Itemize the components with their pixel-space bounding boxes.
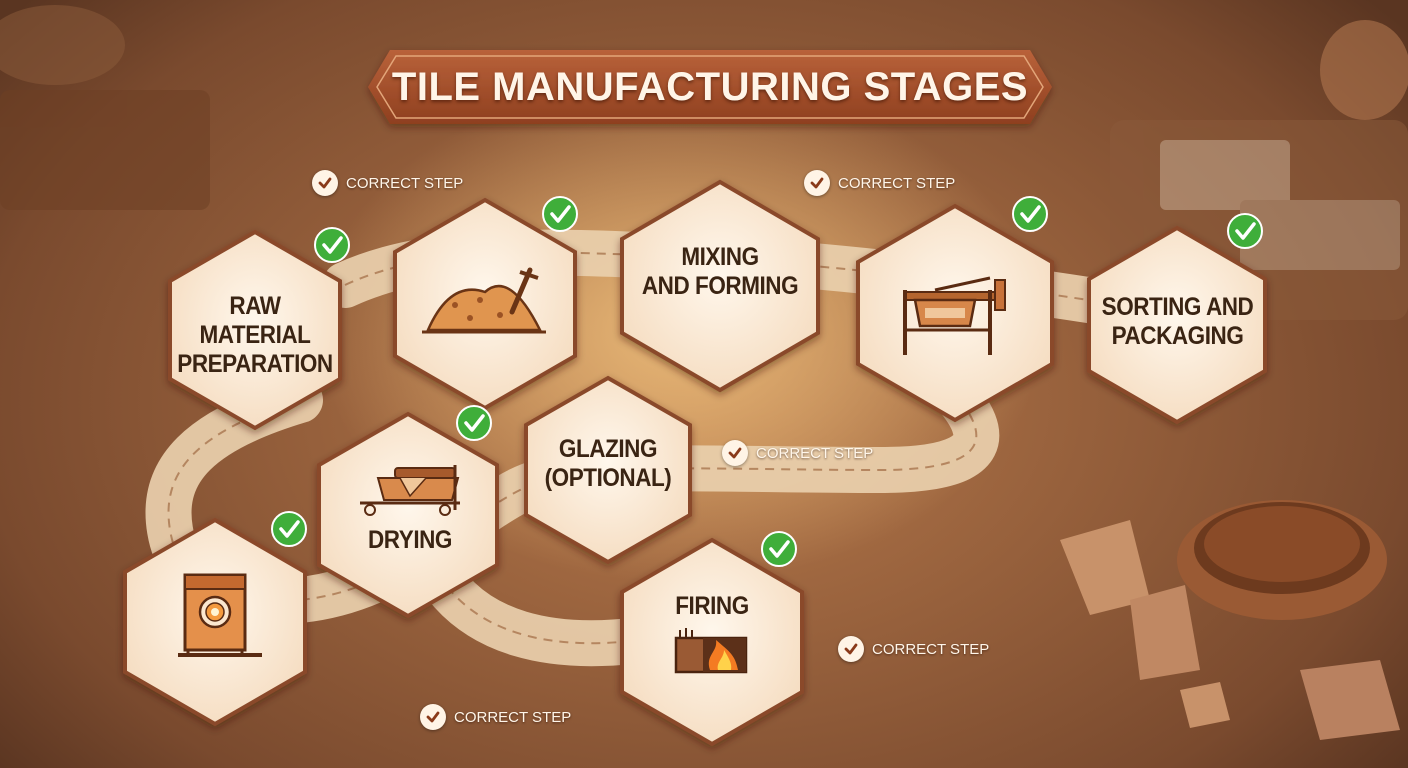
- dryer-icon: [360, 465, 460, 516]
- check-icon: [1012, 196, 1048, 232]
- hex-drying[interactable]: [317, 411, 499, 619]
- correct-step-label: CORRECT STEP: [346, 174, 464, 192]
- stage-label-drying: DRYING: [368, 525, 452, 554]
- check-icon: [1227, 213, 1263, 249]
- correct-step-marker: CORRECT STEP: [312, 170, 463, 196]
- correct-step-label: CORRECT STEP: [756, 444, 874, 462]
- hex-mixing-forming[interactable]: [620, 179, 820, 393]
- check-icon: [420, 704, 446, 730]
- correct-step-marker: CORRECT STEP: [838, 636, 989, 662]
- page-title: TILE MANUFACTURING STAGES: [391, 64, 1029, 109]
- kiln-icon: [178, 573, 262, 657]
- check-icon: [312, 170, 338, 196]
- stage-label-mixing-forming: MIXING AND FORMING: [641, 243, 799, 300]
- title-banner: TILE MANUFACTURING STAGES: [368, 50, 1052, 124]
- correct-step-marker: CORRECT STEP: [722, 440, 873, 466]
- check-icon: [542, 196, 578, 232]
- correct-step-label: CORRECT STEP: [838, 174, 956, 192]
- check-icon: [314, 227, 350, 263]
- stage-label-firing: FIRING: [675, 591, 749, 620]
- stage-label-raw-material: RAW MATERIAL PREPARATION: [177, 291, 333, 378]
- hex-raw-material[interactable]: [168, 229, 342, 431]
- correct-step-label: CORRECT STEP: [454, 708, 572, 726]
- stage-label-glazing: GLAZING (OPTIONAL): [544, 435, 672, 492]
- mixing-machine-icon: [903, 276, 1006, 355]
- stage-label-sorting-packaging: SORTING AND PACKAGING: [1101, 293, 1254, 350]
- check-icon: [722, 440, 748, 466]
- check-icon: [804, 170, 830, 196]
- check-icon: [838, 636, 864, 662]
- correct-step-marker: CORRECT STEP: [420, 704, 571, 730]
- check-icon: [271, 511, 307, 547]
- clay-pile-icon: [422, 267, 546, 334]
- correct-step-marker: CORRECT STEP: [804, 170, 955, 196]
- hex-glazing[interactable]: [524, 375, 692, 565]
- check-icon: [761, 531, 797, 567]
- check-icon: [456, 405, 492, 441]
- title-banner-shape: [368, 50, 1052, 124]
- clay-bowl-decor: [1060, 500, 1400, 740]
- furnace-fire-icon: [674, 628, 748, 674]
- hex-sorting-packaging[interactable]: [1087, 225, 1267, 425]
- correct-step-label: CORRECT STEP: [872, 640, 990, 658]
